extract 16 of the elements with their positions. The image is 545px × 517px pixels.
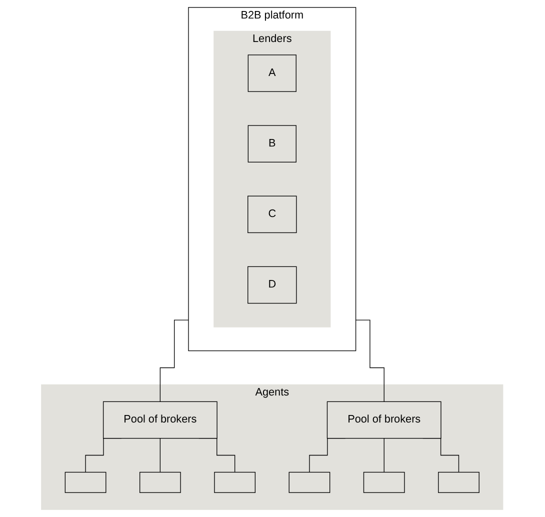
connector: [384, 438, 385, 473]
node-box: A: [248, 54, 297, 92]
node-box: [140, 472, 182, 493]
node-box: [364, 472, 406, 493]
node-box: Pool of brokers: [103, 401, 218, 439]
node-box: C: [248, 196, 298, 234]
connector: [356, 320, 385, 402]
node-box: Pool of brokers: [327, 401, 442, 439]
node-box: D: [248, 266, 298, 304]
node-box: [214, 472, 256, 493]
connector: [160, 320, 190, 402]
node-box: B: [248, 125, 297, 162]
node-box: [289, 472, 331, 493]
node-box: [438, 472, 480, 493]
node-box: [65, 472, 107, 493]
connector: [160, 438, 161, 473]
